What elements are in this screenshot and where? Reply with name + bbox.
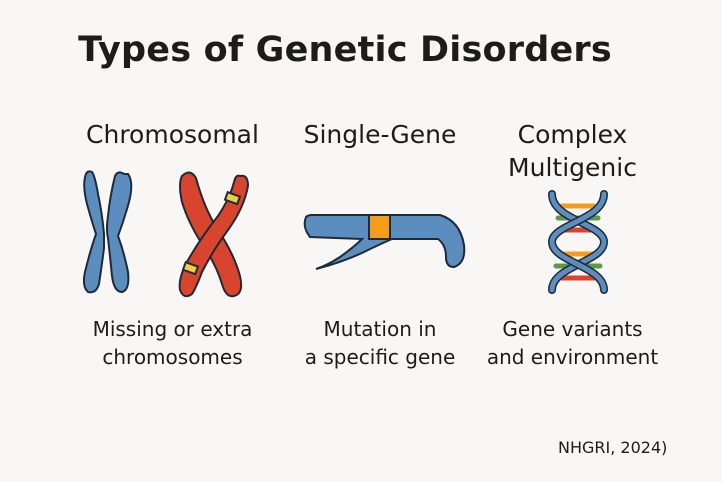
chromosome-illustration — [82, 170, 250, 298]
single-gene-description: Mutation in a specific gene — [280, 315, 480, 371]
dna-strands — [547, 190, 609, 294]
gene-strand — [303, 214, 466, 270]
single-gene-heading: Single-Gene — [280, 118, 480, 151]
single-gene-desc-line1: Mutation in — [323, 317, 437, 341]
single-gene-desc-line2: a specific gene — [304, 345, 456, 369]
complex-multigenic-heading: Complex Multigenic — [470, 118, 675, 184]
mutation-marker — [368, 214, 391, 240]
complex-description: Gene variants and environment — [470, 315, 675, 371]
chromosomal-description: Missing or extra chromosomes — [55, 315, 290, 371]
complex-heading-line1: Complex — [517, 120, 628, 149]
diagram-title: Types of Genetic Disorders — [78, 30, 612, 70]
chromosomal-desc-line2: chromosomes — [102, 345, 243, 369]
dna-helix-illustration — [547, 190, 609, 294]
single-gene-heading-text: Single-Gene — [303, 120, 457, 149]
blue-chromosome — [82, 170, 133, 294]
complex-heading-line2: Multigenic — [508, 153, 637, 182]
chromosomal-heading-text: Chromosomal — [86, 120, 259, 149]
red-chromosome — [178, 171, 250, 298]
complex-desc-line1: Gene variants — [502, 317, 643, 341]
chromosomal-desc-line1: Missing or extra — [92, 317, 253, 341]
gene-illustration — [303, 214, 466, 270]
complex-desc-line2: and environment — [486, 345, 659, 369]
chromosomal-heading: Chromosomal — [55, 118, 290, 151]
source-citation: NHGRI, 2024) — [558, 438, 668, 457]
